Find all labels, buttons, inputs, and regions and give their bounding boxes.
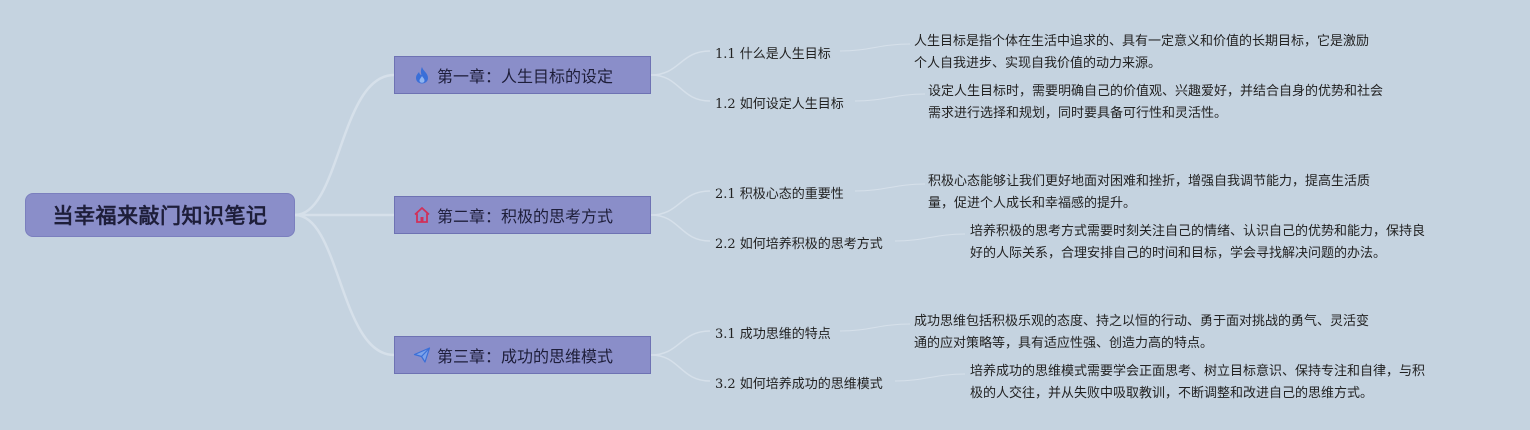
connector-ch3-s2	[650, 354, 711, 382]
chapter-2-topic[interactable]: 第二章：积极的思考方式	[394, 196, 651, 234]
chapter-3-topic[interactable]: 第三章：成功的思维模式	[394, 336, 651, 374]
section-2-2-title[interactable]: 2.2 如何培养积极的思考方式	[715, 237, 883, 252]
connector-ch1-s1	[650, 50, 711, 76]
section-1-1-title[interactable]: 1.1 什么是人生目标	[715, 47, 831, 62]
section-3-1-title[interactable]: 3.1 成功思维的特点	[715, 327, 831, 342]
chapter-3-title: 第三章：成功的思维模式	[437, 347, 614, 366]
connector-ch2-s2	[650, 214, 711, 242]
root-topic[interactable]: 当幸福来敲门知识笔记	[25, 193, 295, 237]
section-3-1-desc: 成功思维包括积极乐观的态度、持之以恒的行动、勇于面对挑战的勇气、灵活变 通的应对…	[914, 314, 1370, 351]
house-icon	[413, 206, 431, 224]
connector-ch1-s2	[650, 74, 711, 102]
section-1-2-desc: 设定人生目标时，需要明确自己的价值观、兴趣爱好，并结合自身的优势和社会 需求进行…	[928, 84, 1384, 121]
flame-icon	[413, 66, 431, 84]
section-1-1-desc: 人生目标是指个体在生活中追求的、具有一定意义和价值的长期目标，它是激励 个人自我…	[914, 34, 1370, 71]
chapter-2-title: 第二章：积极的思考方式	[437, 207, 614, 226]
section-2-1-desc: 积极心态能够让我们更好地面对困难和挫折，增强自我调节能力，提高生活质 量，促进个…	[928, 174, 1371, 211]
connector-ch2-s1	[650, 190, 711, 216]
section-2-2-desc: 培养积极的思考方式需要时刻关注自己的情绪、认识自己的优势和能力，保持良 好的人际…	[970, 224, 1426, 261]
section-3-2-title[interactable]: 3.2 如何培养成功的思维模式	[715, 377, 883, 392]
connector-root-ch1	[294, 73, 395, 217]
section-1-2-title[interactable]: 1.2 如何设定人生目标	[715, 97, 844, 112]
section-3-2-desc: 培养成功的思维模式需要学会正面思考、树立目标意识、保持专注和自律，与积 极的人交…	[970, 364, 1426, 401]
chapter-1-topic[interactable]: 第一章：人生目标的设定	[394, 56, 651, 94]
section-2-1-title[interactable]: 2.1 积极心态的重要性	[715, 187, 844, 202]
chapter-1-title: 第一章：人生目标的设定	[437, 67, 614, 86]
root-title: 当幸福来敲门知识笔记	[52, 204, 268, 228]
connector-ch3-s1	[650, 330, 711, 356]
paper-plane-icon	[413, 346, 431, 364]
connector-root-ch3	[294, 213, 395, 357]
